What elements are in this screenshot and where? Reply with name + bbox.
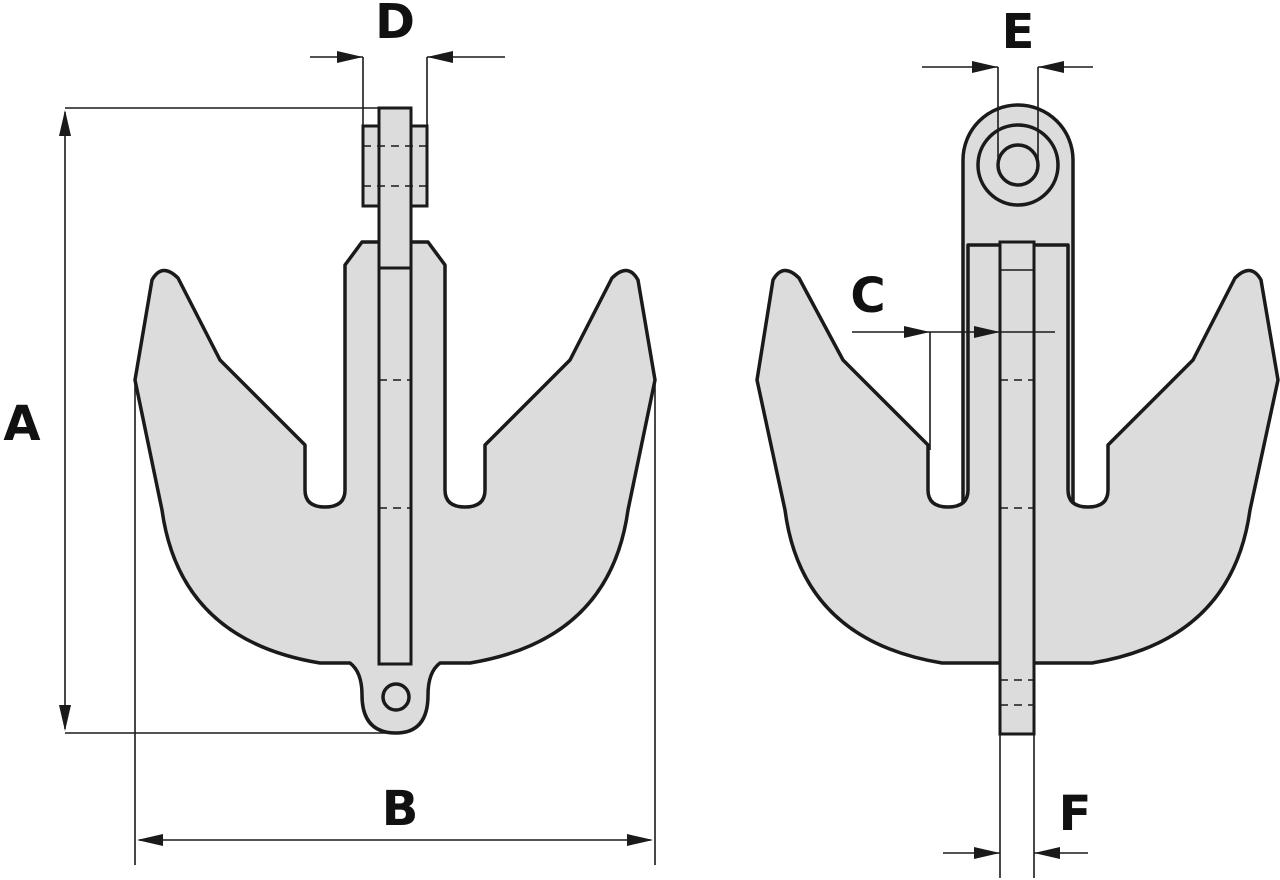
dim-f-arrow-left [974, 847, 1000, 859]
dim-f-arrow-right [1034, 847, 1060, 859]
dim-e-arrow-right [1038, 61, 1064, 73]
side-shank-plate [998, 240, 1036, 736]
dim-c-label: C [850, 268, 885, 324]
dim-e-label: E [1002, 4, 1035, 60]
dim-b-arrow-left [137, 834, 163, 846]
front-shank-top [377, 106, 413, 270]
dim-a-arrow-top [59, 110, 71, 136]
dim-b-label: B [382, 781, 419, 837]
front-view: A B D [3, 0, 657, 865]
dim-f-label: F [1059, 786, 1092, 842]
dim-a-label: A [3, 396, 40, 452]
dim-a-arrow-bottom [59, 705, 71, 731]
dim-d-arrow-left [337, 51, 363, 63]
dim-d-label: D [375, 0, 415, 50]
front-shackle-hole [381, 682, 411, 712]
dim-c-arrow-left [904, 326, 930, 338]
dim-d-arrow-right [427, 51, 453, 63]
dim-e-arrow-left [972, 61, 998, 73]
side-eye-hole [996, 143, 1040, 187]
dim-c-arrow-right [974, 326, 1000, 338]
dim-b-arrow-right [627, 834, 653, 846]
side-view: E C F [755, 4, 1280, 878]
